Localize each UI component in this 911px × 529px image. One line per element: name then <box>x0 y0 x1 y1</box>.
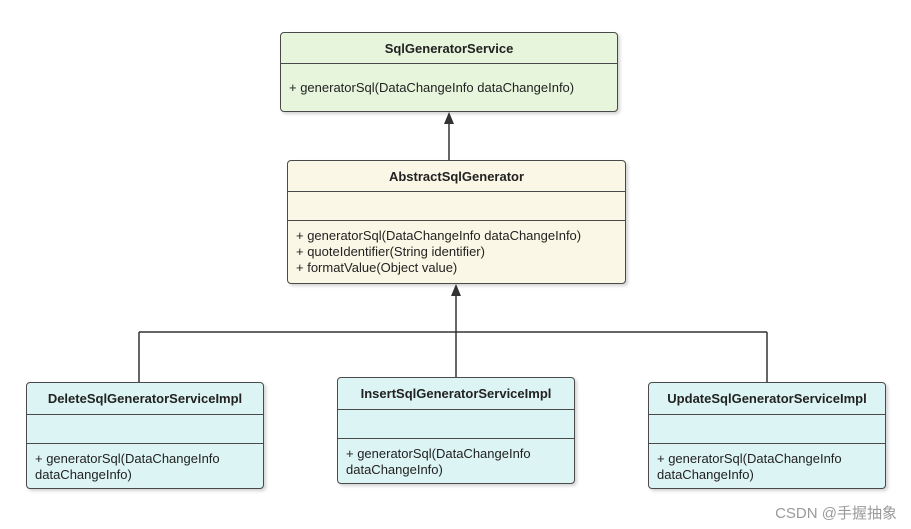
method: + generatorSql(DataChangeInfo dataChange… <box>296 228 582 243</box>
method: dataChangeInfo) <box>346 462 443 477</box>
class-methods: + generatorSql(DataChangeInfo dataChange… <box>338 438 574 483</box>
class-attributes <box>27 414 263 443</box>
arrowhead-icon <box>444 112 454 124</box>
method: + generatorSql(DataChangeInfo dataChange… <box>289 80 575 95</box>
class-methods: + generatorSql(DataChangeInfo dataChange… <box>27 443 263 488</box>
method: + generatorSql(DataChangeInfo <box>35 451 220 466</box>
method: + quoteIdentifier(String identifier) <box>296 244 485 259</box>
method: + generatorSql(DataChangeInfo <box>657 451 842 466</box>
class-methods: + generatorSql(DataChangeInfo dataChange… <box>288 220 625 283</box>
class-name: InsertSqlGeneratorServiceImpl <box>360 386 552 401</box>
watermark: CSDN @手握抽象 <box>775 505 897 522</box>
class-attributes <box>649 414 885 443</box>
class-insertsqlgeneratorserviceimpl[interactable]: InsertSqlGeneratorServiceImpl + generato… <box>337 377 575 484</box>
class-updatesqlgeneratorserviceimpl[interactable]: UpdateSqlGeneratorServiceImpl + generato… <box>648 382 886 489</box>
method: dataChangeInfo) <box>657 467 754 482</box>
class-methods: + generatorSql(DataChangeInfo dataChange… <box>281 63 617 111</box>
class-methods: + generatorSql(DataChangeInfo dataChange… <box>649 443 885 488</box>
class-abstractsqlgenerator[interactable]: AbstractSqlGenerator + generatorSql(Data… <box>287 160 626 284</box>
class-name: AbstractSqlGenerator <box>388 168 525 184</box>
class-attributes <box>288 191 625 220</box>
class-deletesqlgeneratorserviceimpl[interactable]: DeleteSqlGeneratorServiceImpl + generato… <box>26 382 264 489</box>
method: + formatValue(Object value) <box>296 260 458 275</box>
method: + generatorSql(DataChangeInfo <box>346 446 531 461</box>
method: dataChangeInfo) <box>35 467 132 482</box>
arrowhead-icon <box>451 284 461 296</box>
class-attributes <box>338 409 574 438</box>
class-sqlgeneratorservice[interactable]: SqlGeneratorService + generatorSql(DataC… <box>280 32 618 112</box>
class-name: DeleteSqlGeneratorServiceImpl <box>47 391 243 406</box>
class-name: SqlGeneratorService <box>384 40 514 56</box>
class-name: UpdateSqlGeneratorServiceImpl <box>667 391 867 406</box>
